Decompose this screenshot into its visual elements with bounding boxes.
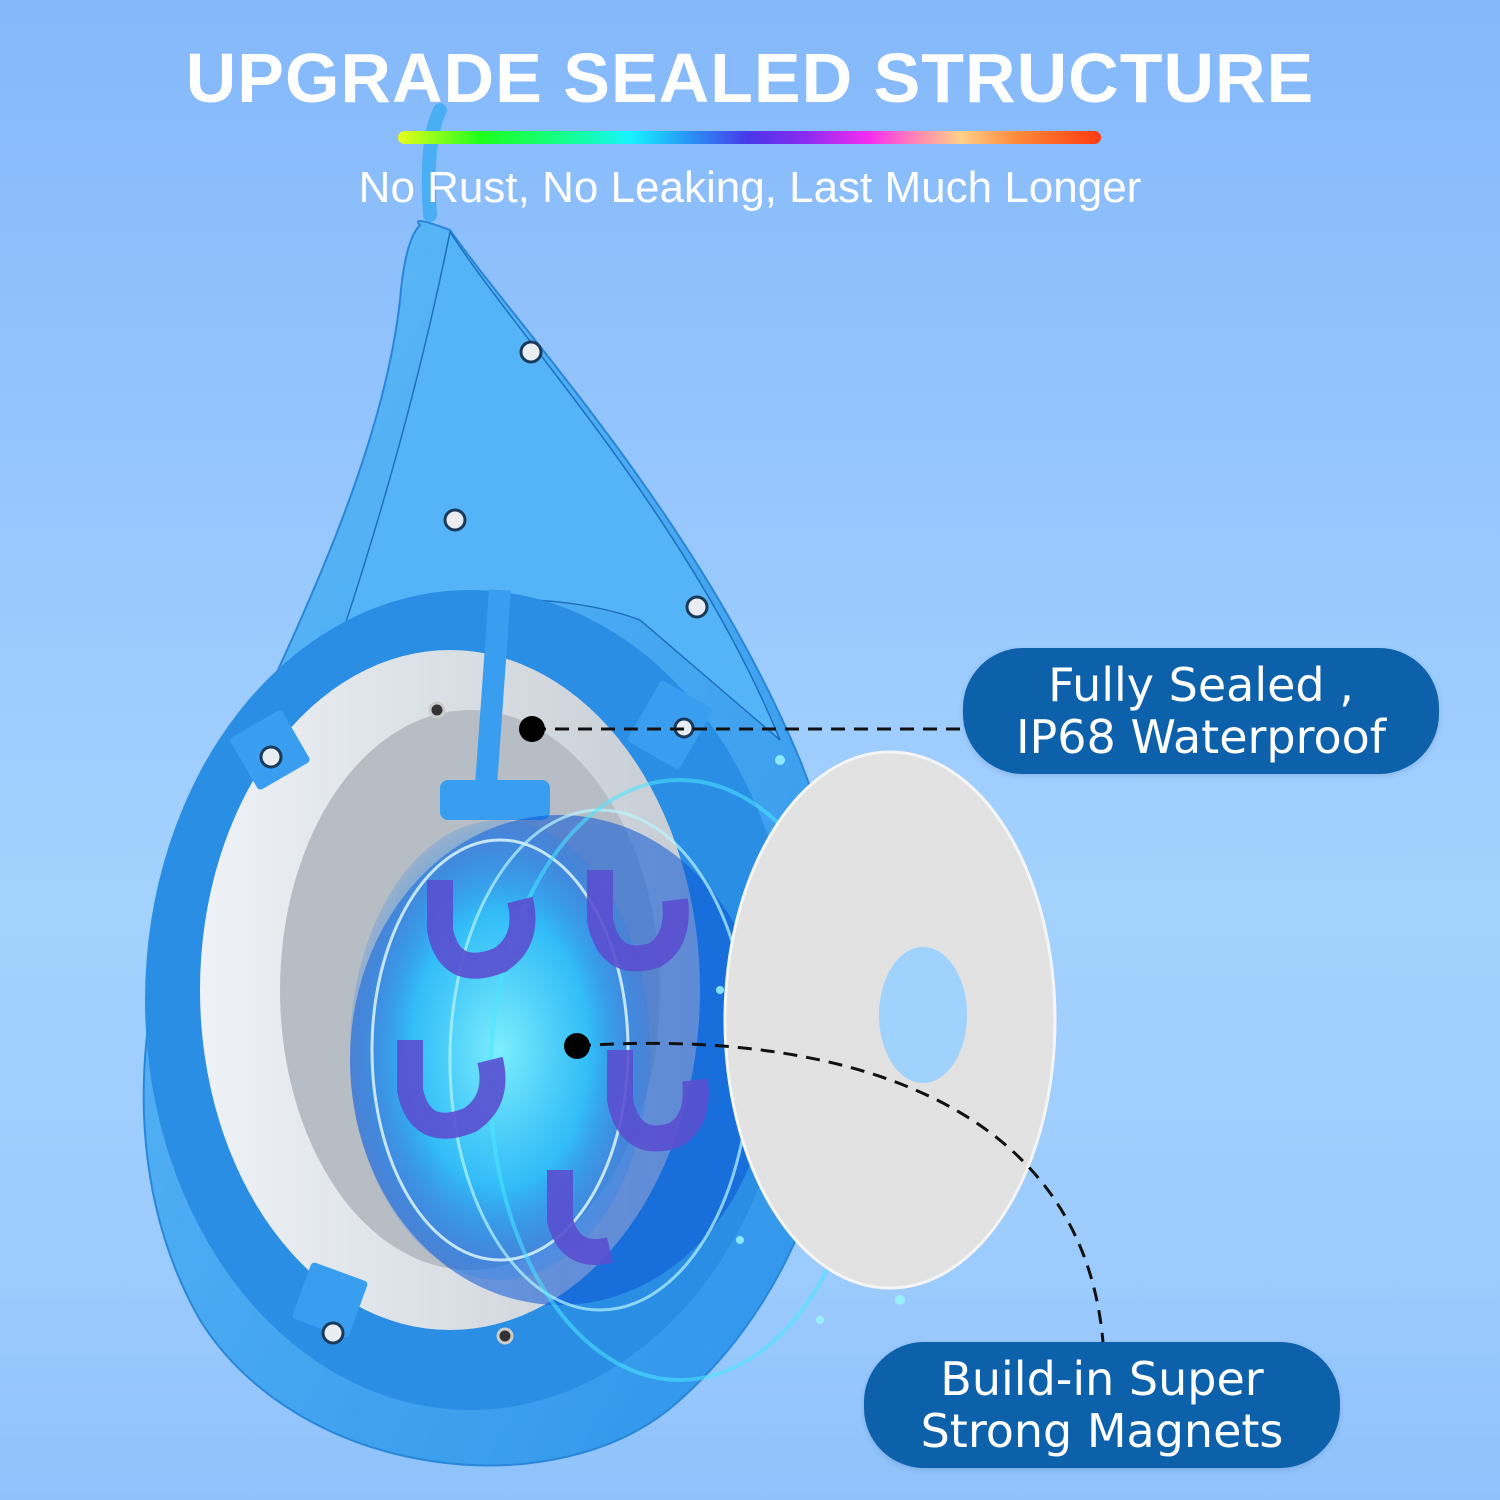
magnet-icon xyxy=(587,870,689,972)
callout-line: Strong Magnets xyxy=(920,1404,1284,1458)
magnet-icon xyxy=(547,1170,614,1265)
callout-line: IP68 Waterproof xyxy=(1015,710,1387,764)
gasket-washer xyxy=(723,750,1057,1290)
rainbow-divider xyxy=(398,131,1101,144)
screw-hole xyxy=(496,1327,514,1345)
magnet-puck xyxy=(350,755,905,1382)
magnet-icon xyxy=(427,880,536,979)
cable xyxy=(421,103,447,222)
callout-line: Fully Sealed , xyxy=(1048,658,1354,712)
screw-icon xyxy=(443,508,467,532)
callout-dot xyxy=(564,1033,590,1059)
screw-icon xyxy=(519,340,543,364)
callout-dot xyxy=(519,716,545,742)
screw-hole xyxy=(428,701,446,719)
screw-icon xyxy=(259,745,283,769)
magnet-icon xyxy=(607,1050,709,1152)
headline: UPGRADE SEALED STRUCTURE xyxy=(185,39,1315,117)
screw-icon xyxy=(321,1321,345,1345)
magnet-icon xyxy=(397,1040,506,1139)
callout-magnets: Build-in Super Strong Magnets xyxy=(864,1342,1340,1468)
subtitle: No Rust, No Leaking, Last Much Longer xyxy=(358,163,1142,212)
callout-line: Build-in Super xyxy=(940,1352,1264,1406)
screw-icon xyxy=(685,595,709,619)
callout-lines xyxy=(532,727,1105,1343)
callout-waterproof: Fully Sealed , IP68 Waterproof xyxy=(963,648,1439,774)
